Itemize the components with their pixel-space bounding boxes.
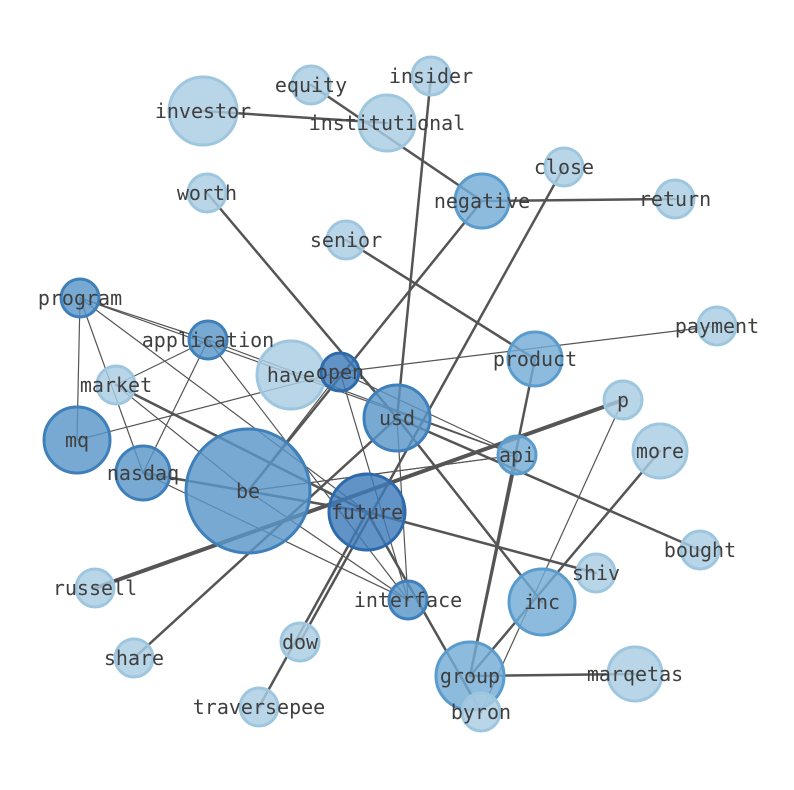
node-label-insider: insider	[389, 64, 473, 88]
edge-product-group	[468, 357, 537, 678]
edge-negative-return	[480, 197, 677, 203]
node-share	[113, 637, 155, 679]
node-label-api: api	[499, 443, 535, 467]
node-equity	[290, 64, 332, 106]
node-senior	[325, 219, 367, 261]
node-usd	[362, 383, 432, 453]
node-label-bought: bought	[664, 538, 736, 562]
node-label-group: group	[440, 664, 500, 688]
node-future	[327, 472, 407, 552]
node-label-mq: mq	[65, 428, 89, 452]
label-layer: investor equity insider institutional close w…	[38, 64, 759, 724]
node-investor	[167, 75, 239, 147]
node-label-dow: dow	[282, 630, 319, 654]
node-label-market: market	[80, 373, 152, 397]
edge-usd-inc	[395, 416, 544, 604]
node-label-have: have	[267, 363, 315, 387]
node-return	[654, 178, 696, 220]
node-label-close: close	[534, 155, 594, 179]
edge-usd-bought	[395, 416, 702, 552]
node-mq	[42, 405, 112, 475]
node-p	[602, 379, 644, 421]
node-label-interface: interface	[354, 588, 462, 612]
node-program	[59, 277, 101, 319]
edge-insider-usd	[395, 74, 433, 420]
node-nasdaq	[114, 444, 172, 502]
node-payment	[696, 305, 738, 347]
edge-application-interface	[207, 339, 409, 601]
node-label-program: program	[38, 286, 122, 310]
node-label-traversepee: traversepee	[193, 695, 325, 719]
node-russell	[74, 567, 116, 609]
node-label-negative: negative	[434, 189, 530, 213]
node-shiv	[575, 552, 617, 594]
edge-program-application	[79, 297, 209, 341]
node-institutional	[357, 93, 417, 153]
node-label-product: product	[493, 347, 577, 371]
node-bought	[679, 529, 721, 571]
node-label-senior: senior	[310, 228, 382, 252]
node-label-worth: worth	[177, 181, 237, 205]
node-label-more: more	[636, 439, 684, 463]
node-label-byron: byron	[451, 700, 511, 724]
node-be	[184, 427, 312, 555]
node-label-return: return	[639, 187, 711, 211]
node-open	[319, 351, 361, 393]
node-byron	[460, 691, 502, 733]
node-label-russell: russell	[53, 576, 137, 600]
edge-p-byron	[480, 399, 624, 713]
edge-layer	[76, 74, 718, 714]
node-marqetas	[606, 645, 664, 703]
node-layer	[42, 55, 738, 733]
node-label-p: p	[617, 388, 629, 412]
edge-worth-usd	[205, 191, 399, 420]
node-negative	[453, 172, 511, 230]
node-close	[543, 146, 585, 188]
node-product	[506, 330, 564, 388]
node-label-open: open	[316, 360, 364, 384]
edge-program-future	[79, 297, 368, 513]
node-application	[187, 319, 229, 361]
node-label-future: future	[331, 500, 403, 524]
node-label-application: application	[142, 328, 274, 352]
node-label-be: be	[236, 479, 260, 503]
edge-senior-product	[344, 238, 537, 361]
node-more	[631, 422, 689, 480]
node-label-equity: equity	[275, 73, 347, 97]
node-label-institutional: institutional	[309, 111, 466, 135]
node-inc	[507, 567, 577, 637]
node-label-inc: inc	[524, 590, 560, 614]
node-label-payment: payment	[675, 314, 759, 338]
node-label-shiv: shiv	[572, 561, 620, 585]
node-label-marqetas: marqetas	[587, 662, 683, 686]
node-interface	[387, 579, 429, 621]
node-label-usd: usd	[379, 406, 415, 430]
node-dow	[279, 621, 321, 663]
node-label-share: share	[104, 646, 164, 670]
node-worth	[186, 172, 228, 214]
node-insider	[410, 55, 452, 97]
node-market	[95, 364, 137, 406]
node-label-nasdaq: nasdaq	[107, 461, 179, 485]
node-api	[496, 434, 538, 476]
node-label-investor: investor	[155, 99, 251, 123]
node-traversepee	[238, 686, 280, 728]
edge-close-dow	[298, 165, 566, 644]
